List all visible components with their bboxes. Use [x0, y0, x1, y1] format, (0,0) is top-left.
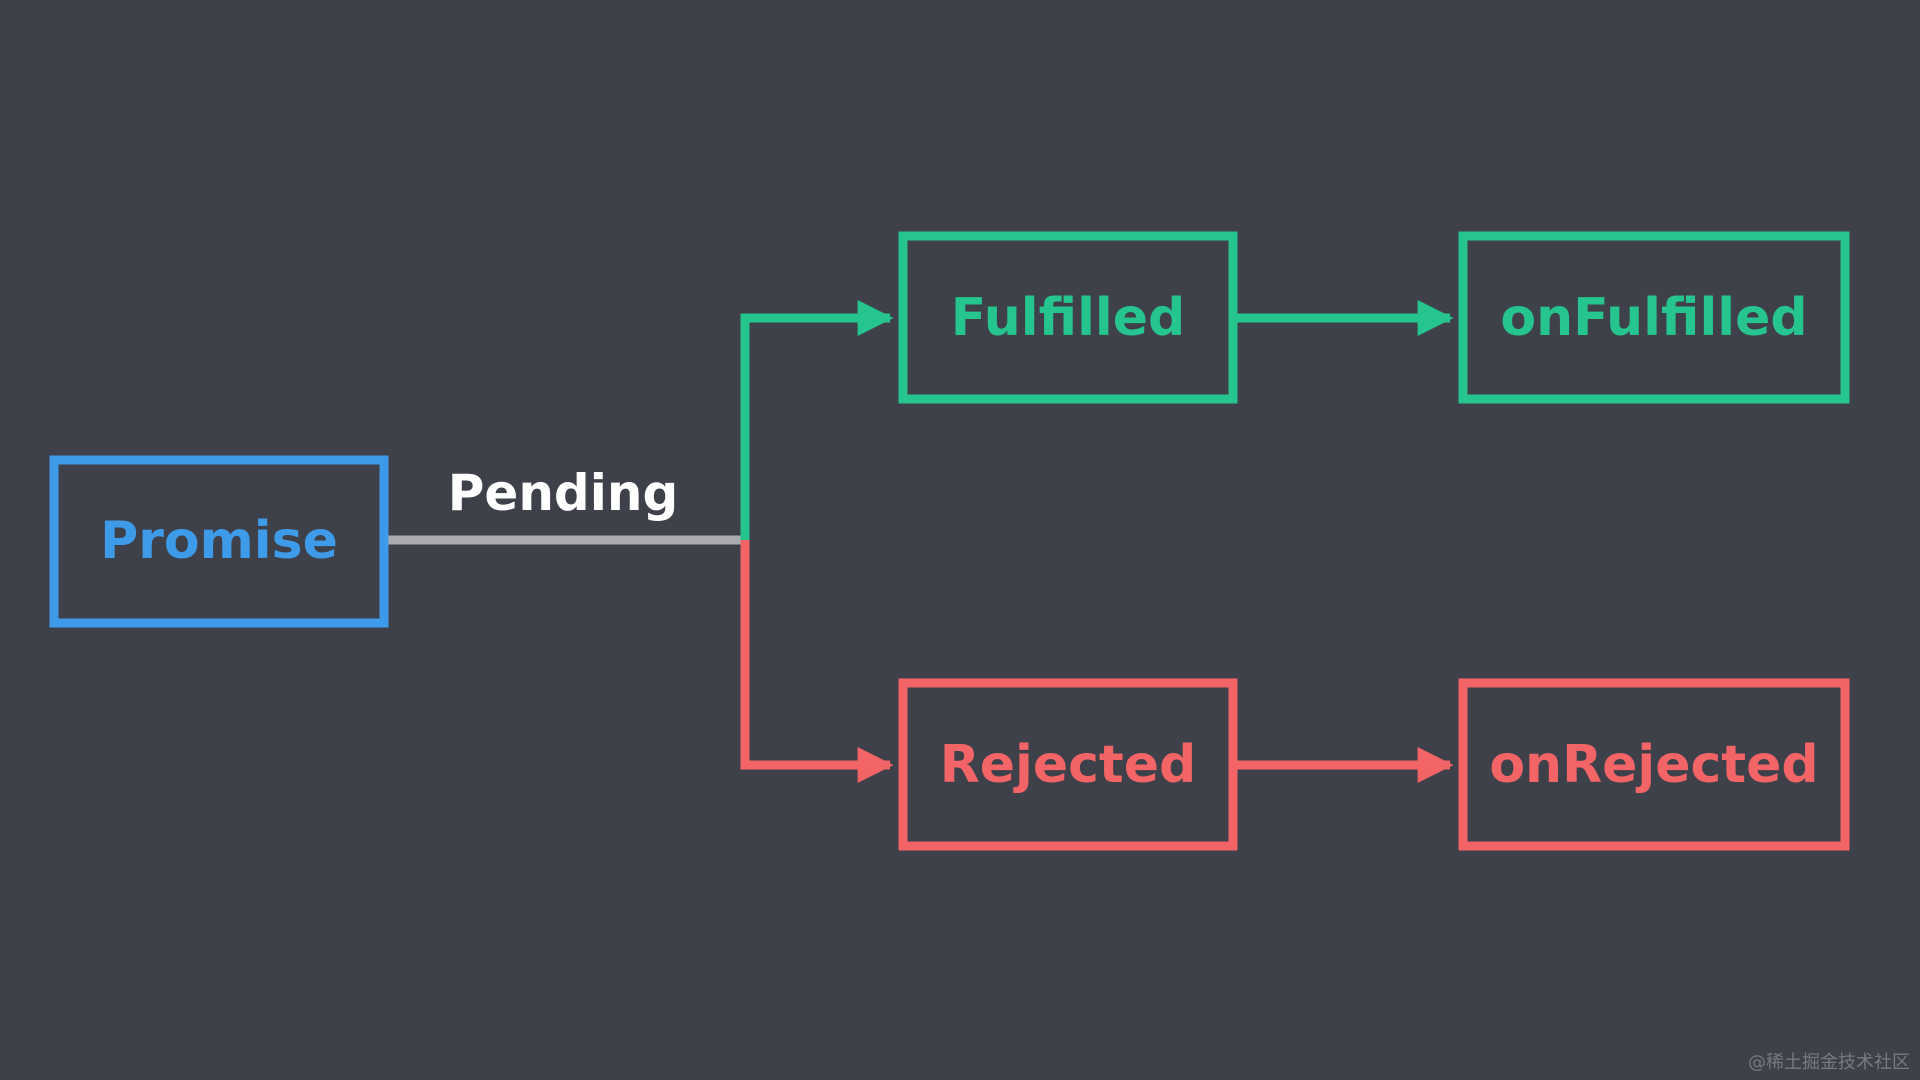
- node-rejected: Rejected: [898, 678, 1238, 851]
- watermark-text: @稀土掘金技术社区: [1748, 1052, 1910, 1073]
- node-promise-label: Promise: [100, 511, 338, 571]
- node-rejected-box: [898, 678, 1238, 851]
- node-promise: Promise: [49, 455, 389, 628]
- node-on-rejected-label: onRejected: [1489, 735, 1818, 795]
- node-promise-box: [49, 455, 389, 628]
- node-fulfilled: Fulfilled: [898, 231, 1238, 404]
- node-on-rejected: onRejected: [1458, 678, 1850, 851]
- node-rejected-label: Rejected: [940, 735, 1197, 795]
- edge-to-rejected: [740, 540, 894, 783]
- node-on-rejected-box: [1458, 678, 1850, 851]
- edge-label-pending: Pending: [448, 464, 678, 522]
- node-on-fulfilled-box: [1458, 231, 1850, 404]
- edge-to-fulfilled: [740, 300, 894, 540]
- node-fulfilled-box: [898, 231, 1238, 404]
- node-on-fulfilled: onFulfilled: [1458, 231, 1850, 404]
- node-fulfilled-label: Fulfilled: [951, 288, 1185, 348]
- node-on-fulfilled-label: onFulfilled: [1500, 288, 1807, 348]
